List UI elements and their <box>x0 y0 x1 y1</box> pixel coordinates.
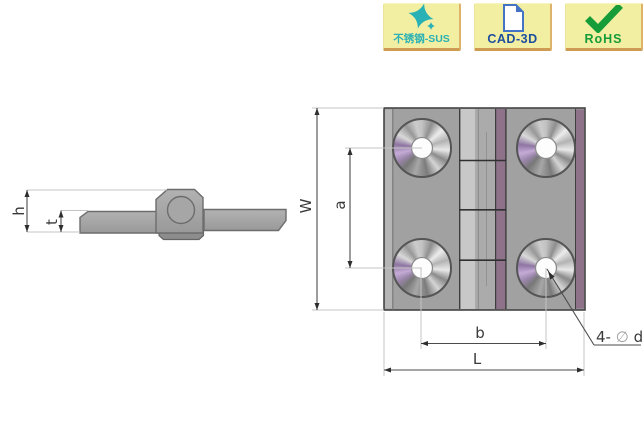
label-hole-note: 4- ∅ d <box>596 328 643 346</box>
label-a: a <box>331 200 349 209</box>
side-view-left-leaf <box>79 210 166 234</box>
side-view-pin <box>166 195 196 225</box>
certification-badges: 不锈钢-SUS CAD-3D RoHS <box>383 3 643 51</box>
plate-left-edge-strip <box>385 109 393 309</box>
badge-label-stainless: 不锈钢-SUS <box>393 33 450 45</box>
badge-rohs: RoHS <box>565 3 643 51</box>
label-W: W <box>297 198 315 213</box>
label-L: L <box>473 350 482 368</box>
plate-right-purple-strip <box>576 109 584 309</box>
countersunk-hole-top-right <box>516 118 576 178</box>
countersunk-hole-bottom-left <box>392 238 452 298</box>
diameter-symbol: ∅ <box>616 328 629 346</box>
side-view-knuckle <box>155 188 204 234</box>
countersunk-hole-top-left <box>392 118 452 178</box>
extension-lines <box>27 107 585 376</box>
hinge-side-view <box>79 188 287 241</box>
knuckle-column-mid <box>475 109 496 309</box>
knuckle-column-purple-stripe <box>496 109 506 309</box>
badge-cad3d: CAD-3D <box>474 3 552 51</box>
label-b: b <box>475 324 485 342</box>
side-view-right-leaf <box>203 208 287 232</box>
side-view-lower-knuckle <box>158 230 205 241</box>
knuckle-column-light-strip <box>460 109 475 309</box>
countersunk-hole-bottom-right <box>516 238 576 298</box>
sparkle-icon <box>384 3 459 33</box>
hole-note-suffix: d <box>634 328 644 346</box>
label-t: t <box>43 219 61 225</box>
badge-label-rohs: RoHS <box>584 32 623 46</box>
dimension-arrowheads <box>24 108 584 373</box>
badge-label-cad3d: CAD-3D <box>487 32 538 46</box>
label-h: h <box>10 206 28 216</box>
check-icon <box>566 4 641 33</box>
hole-note-prefix: 4- <box>596 328 611 346</box>
badge-stainless-sus: 不锈钢-SUS <box>383 3 461 51</box>
document-icon <box>475 3 550 33</box>
